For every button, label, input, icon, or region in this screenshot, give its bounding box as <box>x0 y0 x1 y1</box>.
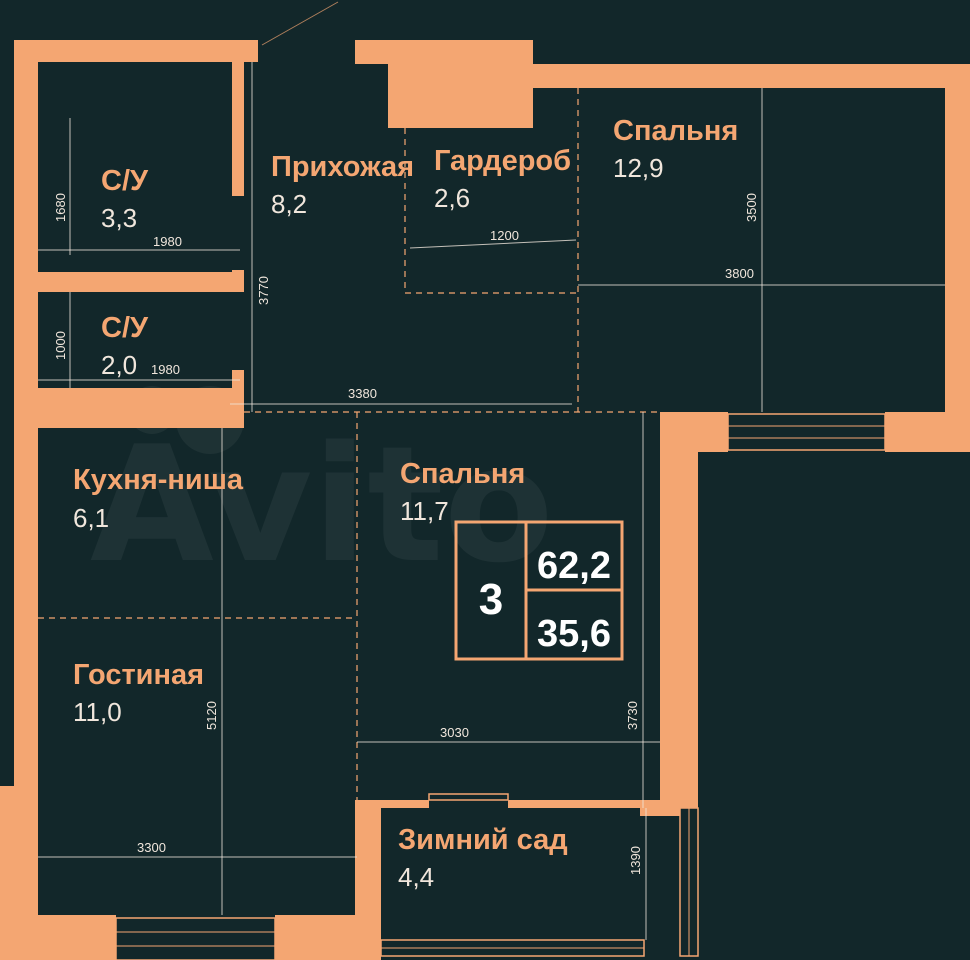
dim-living-width: 3300 <box>137 840 166 855</box>
room-area-wc1: 3,3 <box>101 203 137 233</box>
room-area-wc2: 2,0 <box>101 350 137 380</box>
dim-hall-width: 3380 <box>348 386 377 401</box>
dim-wc1-width: 1980 <box>153 234 182 249</box>
dim-bedroom1-width: 3800 <box>725 266 754 281</box>
living-area: 35,6 <box>537 613 611 655</box>
room-area-garden: 4,4 <box>398 862 434 892</box>
dim-bedroom1-height: 3500 <box>744 193 759 222</box>
summary-box: 3 62,2 35,6 <box>454 520 624 661</box>
room-area-wardrobe: 2,6 <box>434 183 470 213</box>
windows <box>115 413 886 960</box>
room-area-bedroom1: 12,9 <box>613 153 664 183</box>
dim-wc1-height: 1680 <box>53 193 68 222</box>
dim-wardrobe-width: 1200 <box>490 228 519 243</box>
room-name-garden: Зимний сад <box>398 824 568 856</box>
dim-garden-height: 1390 <box>628 846 643 875</box>
room-name-wc2: С/У <box>101 312 149 344</box>
room-name-kitchen: Кухня-ниша <box>73 464 244 496</box>
room-name-living: Гостиная <box>73 659 204 691</box>
total-area: 62,2 <box>537 545 611 587</box>
room-area-bedroom2: 11,7 <box>400 496 449 526</box>
dimension-lines <box>38 62 945 940</box>
dim-wc2-height: 1000 <box>53 331 68 360</box>
room-area-kitchen: 6,1 <box>73 503 109 533</box>
room-name-hall: Прихожая <box>271 151 414 183</box>
room-name-wc1: С/У <box>101 165 149 197</box>
dim-hall-height: 3770 <box>256 276 271 305</box>
watermark: Avito <box>90 411 554 598</box>
dim-bedroom2-width: 3030 <box>440 725 469 740</box>
dim-living-height: 5120 <box>204 701 219 730</box>
room-name-bedroom1: Спальня <box>613 115 738 147</box>
rooms-count: 3 <box>479 575 503 624</box>
room-area-hall: 8,2 <box>271 189 307 219</box>
door-swing-line <box>261 1 339 46</box>
walls <box>0 40 970 960</box>
room-name-bedroom2: Спальня <box>400 458 525 490</box>
dashed-boundaries <box>38 88 660 800</box>
room-labels: С/У 3,3 С/У 2,0 Прихожая 8,2 Гардероб 2,… <box>73 115 738 892</box>
dimension-labels: 1680 1980 1000 1980 3770 3380 1200 3500 … <box>53 193 759 875</box>
room-name-wardrobe: Гардероб <box>434 145 571 177</box>
dim-bedroom2-height: 3730 <box>625 701 640 730</box>
dim-wc2-width: 1980 <box>151 362 180 377</box>
room-area-living: 11,0 <box>73 697 122 727</box>
